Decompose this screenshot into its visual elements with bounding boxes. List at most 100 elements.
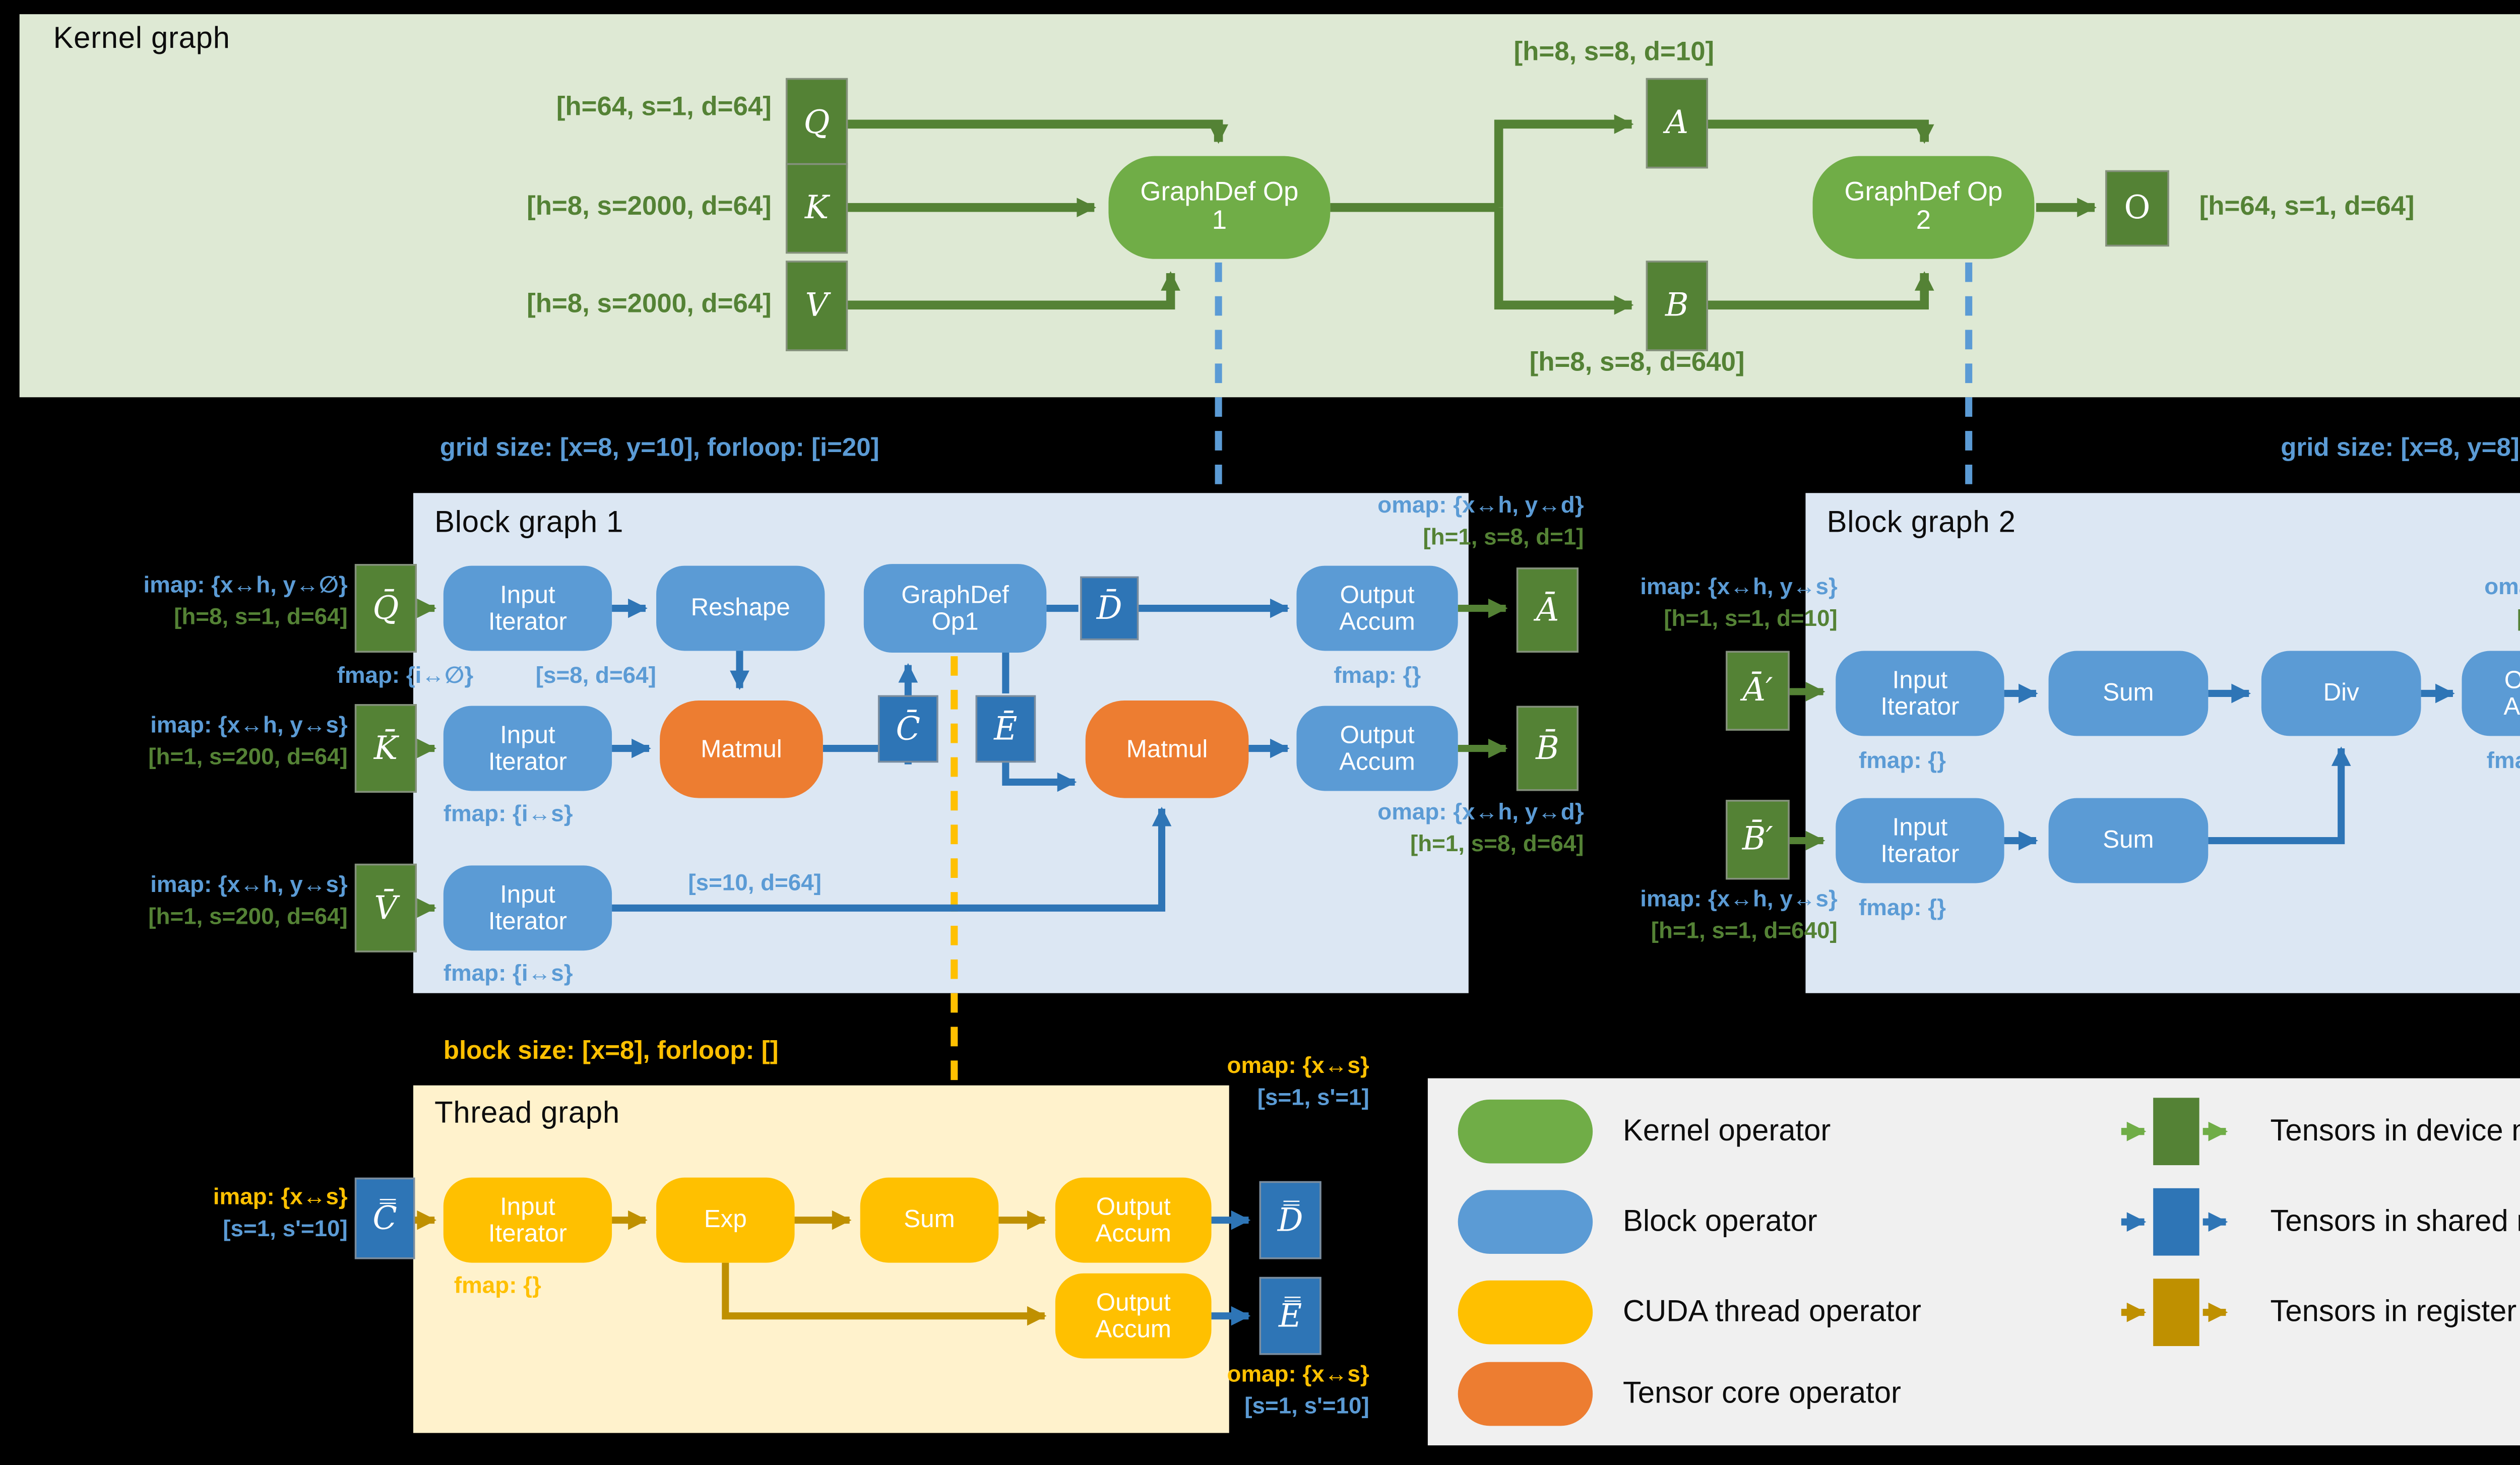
op-graphdef-2-label: GraphDef Op 2 <box>1844 176 2003 236</box>
tensor-q-label: Q <box>803 104 830 142</box>
cbarbar-imap: imap: {x↔s} <box>213 1183 348 1210</box>
legend-arrows <box>2121 1121 2228 1322</box>
edge-exp-to-accum2 <box>722 1262 1047 1326</box>
node-input-iterator-q-label: Input Iterator <box>488 579 567 635</box>
node-output-accum-2: Output Accum <box>2462 651 2520 736</box>
tensor-a: A <box>1646 78 1708 169</box>
tensor-v: V <box>785 261 848 351</box>
tensor-cbar-label: C̄ <box>896 710 921 748</box>
legend-panel <box>1427 1078 2520 1446</box>
dbarbar-omap: omap: {x↔s} <box>1227 1051 1369 1078</box>
tensor-qbar: Q̄ <box>354 564 417 653</box>
tensor-bbar-prime: B̄′ <box>1726 800 1790 880</box>
obar-dims: [h=1, s=1, d=64] <box>2484 603 2520 634</box>
node-exp-label: Exp <box>704 1204 747 1233</box>
kbar-imap: imap: {x↔h, y↔s} <box>150 711 348 738</box>
thread-graph-title: Thread graph <box>434 1096 620 1130</box>
tensor-ebarbar-label: E̿ <box>1278 1297 1302 1335</box>
thread-blue-edges <box>1211 1210 1251 1326</box>
node-reshape-label: Reshape <box>690 593 790 621</box>
node-sum-a2-label: Sum <box>2103 678 2154 707</box>
legend-label-tensor-core-operator: Tensor core operator <box>1622 1376 1902 1410</box>
node-matmul-2-label: Matmul <box>1126 734 1208 762</box>
fmap-accum-2: fmap: {} <box>2486 746 2520 774</box>
fmap-iterator-b2: fmap: {} <box>1859 894 1946 921</box>
tensor-abar: Ā <box>1516 567 1579 653</box>
block1-grid-size: grid size: [x=8, y=10], forloop: [i=20] <box>439 434 879 463</box>
tensor-ebar-label: Ē <box>994 710 1018 748</box>
edge-a-to-op2 <box>1708 119 1934 144</box>
thread-omap-bottom-block: omap: {x↔s} [s=1, s'=10] <box>1227 1359 1369 1423</box>
node-input-iterator-t-label: Input Iterator <box>488 1191 567 1247</box>
node-input-iterator-v: Input Iterator <box>443 865 612 951</box>
node-input-iterator-a2-label: Input Iterator <box>1880 664 1960 720</box>
edge-viter-to-matmul2 <box>612 806 1172 912</box>
block1-green-edges <box>417 598 1508 918</box>
node-output-accum-a-label: Output Accum <box>1339 579 1415 635</box>
node-matmul-1-label: Matmul <box>701 734 782 762</box>
thread-gold-edges <box>415 1210 1047 1326</box>
cbarbar-dims: [s=1, s'=10] <box>223 1215 348 1242</box>
legend-label-cuda-thread-operator: CUDA thread operator <box>1622 1294 1921 1328</box>
node-exp: Exp <box>656 1177 795 1263</box>
bbar2-dims: [h=1, s=1, d=640] <box>1651 917 1838 944</box>
node-input-iterator-k: Input Iterator <box>443 706 612 791</box>
q-dims-label: [h=64, s=1, d=64] <box>556 92 772 122</box>
bbar-dims: [h=1, s=8, d=64] <box>1410 830 1584 857</box>
node-input-iterator-k-label: Input Iterator <box>488 719 567 775</box>
tensor-dbar-label: D̄ <box>1096 590 1122 627</box>
tensor-q: Q <box>785 78 848 169</box>
legend-label-block-operator: Block operator <box>1622 1204 1817 1238</box>
node-input-iterator-b2: Input Iterator <box>1836 798 2004 883</box>
legend-swatch-tensor-core-operator <box>1458 1362 1593 1426</box>
op-graphdef-1: GraphDef Op 1 <box>1108 156 1331 259</box>
kernel-graph-title: Kernel graph <box>53 21 230 55</box>
node-input-iterator-q: Input Iterator <box>443 565 612 651</box>
block2-grid-size: grid size: [x=8, y=8], forloop: [] <box>2281 434 2520 463</box>
edge-label-s10-d64: [s=10, d=64] <box>688 869 822 896</box>
node-sum-t-label: Sum <box>904 1204 955 1233</box>
tensor-kbar-label: K̄ <box>373 730 398 768</box>
abar-omap-block: omap: {x↔h, y↔d} [h=1, s=8, d=1] <box>1377 489 1584 553</box>
thread-block-size: block size: [x=8], forloop: [] <box>443 1037 779 1066</box>
edge-sumb-to-div <box>2208 746 2351 845</box>
legend-swatch-block-operator <box>1458 1190 1593 1254</box>
qbar-imap: imap: {x↔h, y↔∅} <box>143 571 348 598</box>
cbarbar-imap-block: imap: {x↔s} [s=1, s'=10] <box>213 1181 348 1245</box>
legend-label-device-memory: Tensors in device memory <box>2270 1113 2520 1148</box>
legend-swatch-register-file <box>2153 1279 2199 1346</box>
abar2-imap: imap: {x↔h, y↔s} <box>1640 572 1838 600</box>
obar-omap-block: omap: {x↔h, y↔h} [h=1, s=1, d=64] <box>2484 571 2520 635</box>
tensor-k: K <box>785 163 848 254</box>
node-input-iterator-v-label: Input Iterator <box>488 879 567 935</box>
vbar-imap-block: imap: {x↔h, y↔s} [h=1, s=200, d=64] <box>148 869 347 933</box>
node-input-iterator-b2-label: Input Iterator <box>1880 811 1960 867</box>
abar-omap: omap: {x↔h, y↔d} <box>1377 491 1584 518</box>
node-div: Div <box>2261 651 2421 736</box>
thread-omap-top-block: omap: {x↔s} [s=1, s'=1] <box>1227 1050 1369 1114</box>
node-output-accum-t1: Output Accum <box>1055 1177 1212 1263</box>
node-matmul-1: Matmul <box>660 700 823 798</box>
fmap-q-row: fmap: {i↔∅} <box>337 661 474 688</box>
tensor-qbar-label: Q̄ <box>372 590 399 627</box>
fmap-thread: fmap: {} <box>454 1271 541 1298</box>
tensor-o: O <box>2105 170 2169 247</box>
v-dims-label: [h=8, s=2000, d=64] <box>527 289 772 320</box>
tensor-vbar: V̄ <box>354 863 417 952</box>
block-graph-1-title: Block graph 1 <box>434 505 624 539</box>
node-reshape: Reshape <box>656 565 825 651</box>
block-graph-2-panel <box>1805 493 2520 993</box>
tensor-kbar: K̄ <box>354 704 417 793</box>
edge-label-s8-d64: [s=8, d=64] <box>535 661 656 688</box>
tensor-k-label: K <box>804 189 829 227</box>
node-sum-b2-label: Sum <box>2103 825 2154 854</box>
bbar2-imap: imap: {x↔h, y↔s} <box>1640 885 1838 912</box>
legend-swatch-shared-memory <box>2153 1188 2199 1256</box>
tensor-abar-label: Ā <box>1536 591 1559 629</box>
node-output-accum-t2: Output Accum <box>1055 1273 1212 1359</box>
vbar-dims: [h=1, s=200, d=64] <box>148 903 348 930</box>
fmap-accum-a: fmap: {} <box>1334 661 1421 688</box>
edge-b-to-op2 <box>1708 271 1934 310</box>
